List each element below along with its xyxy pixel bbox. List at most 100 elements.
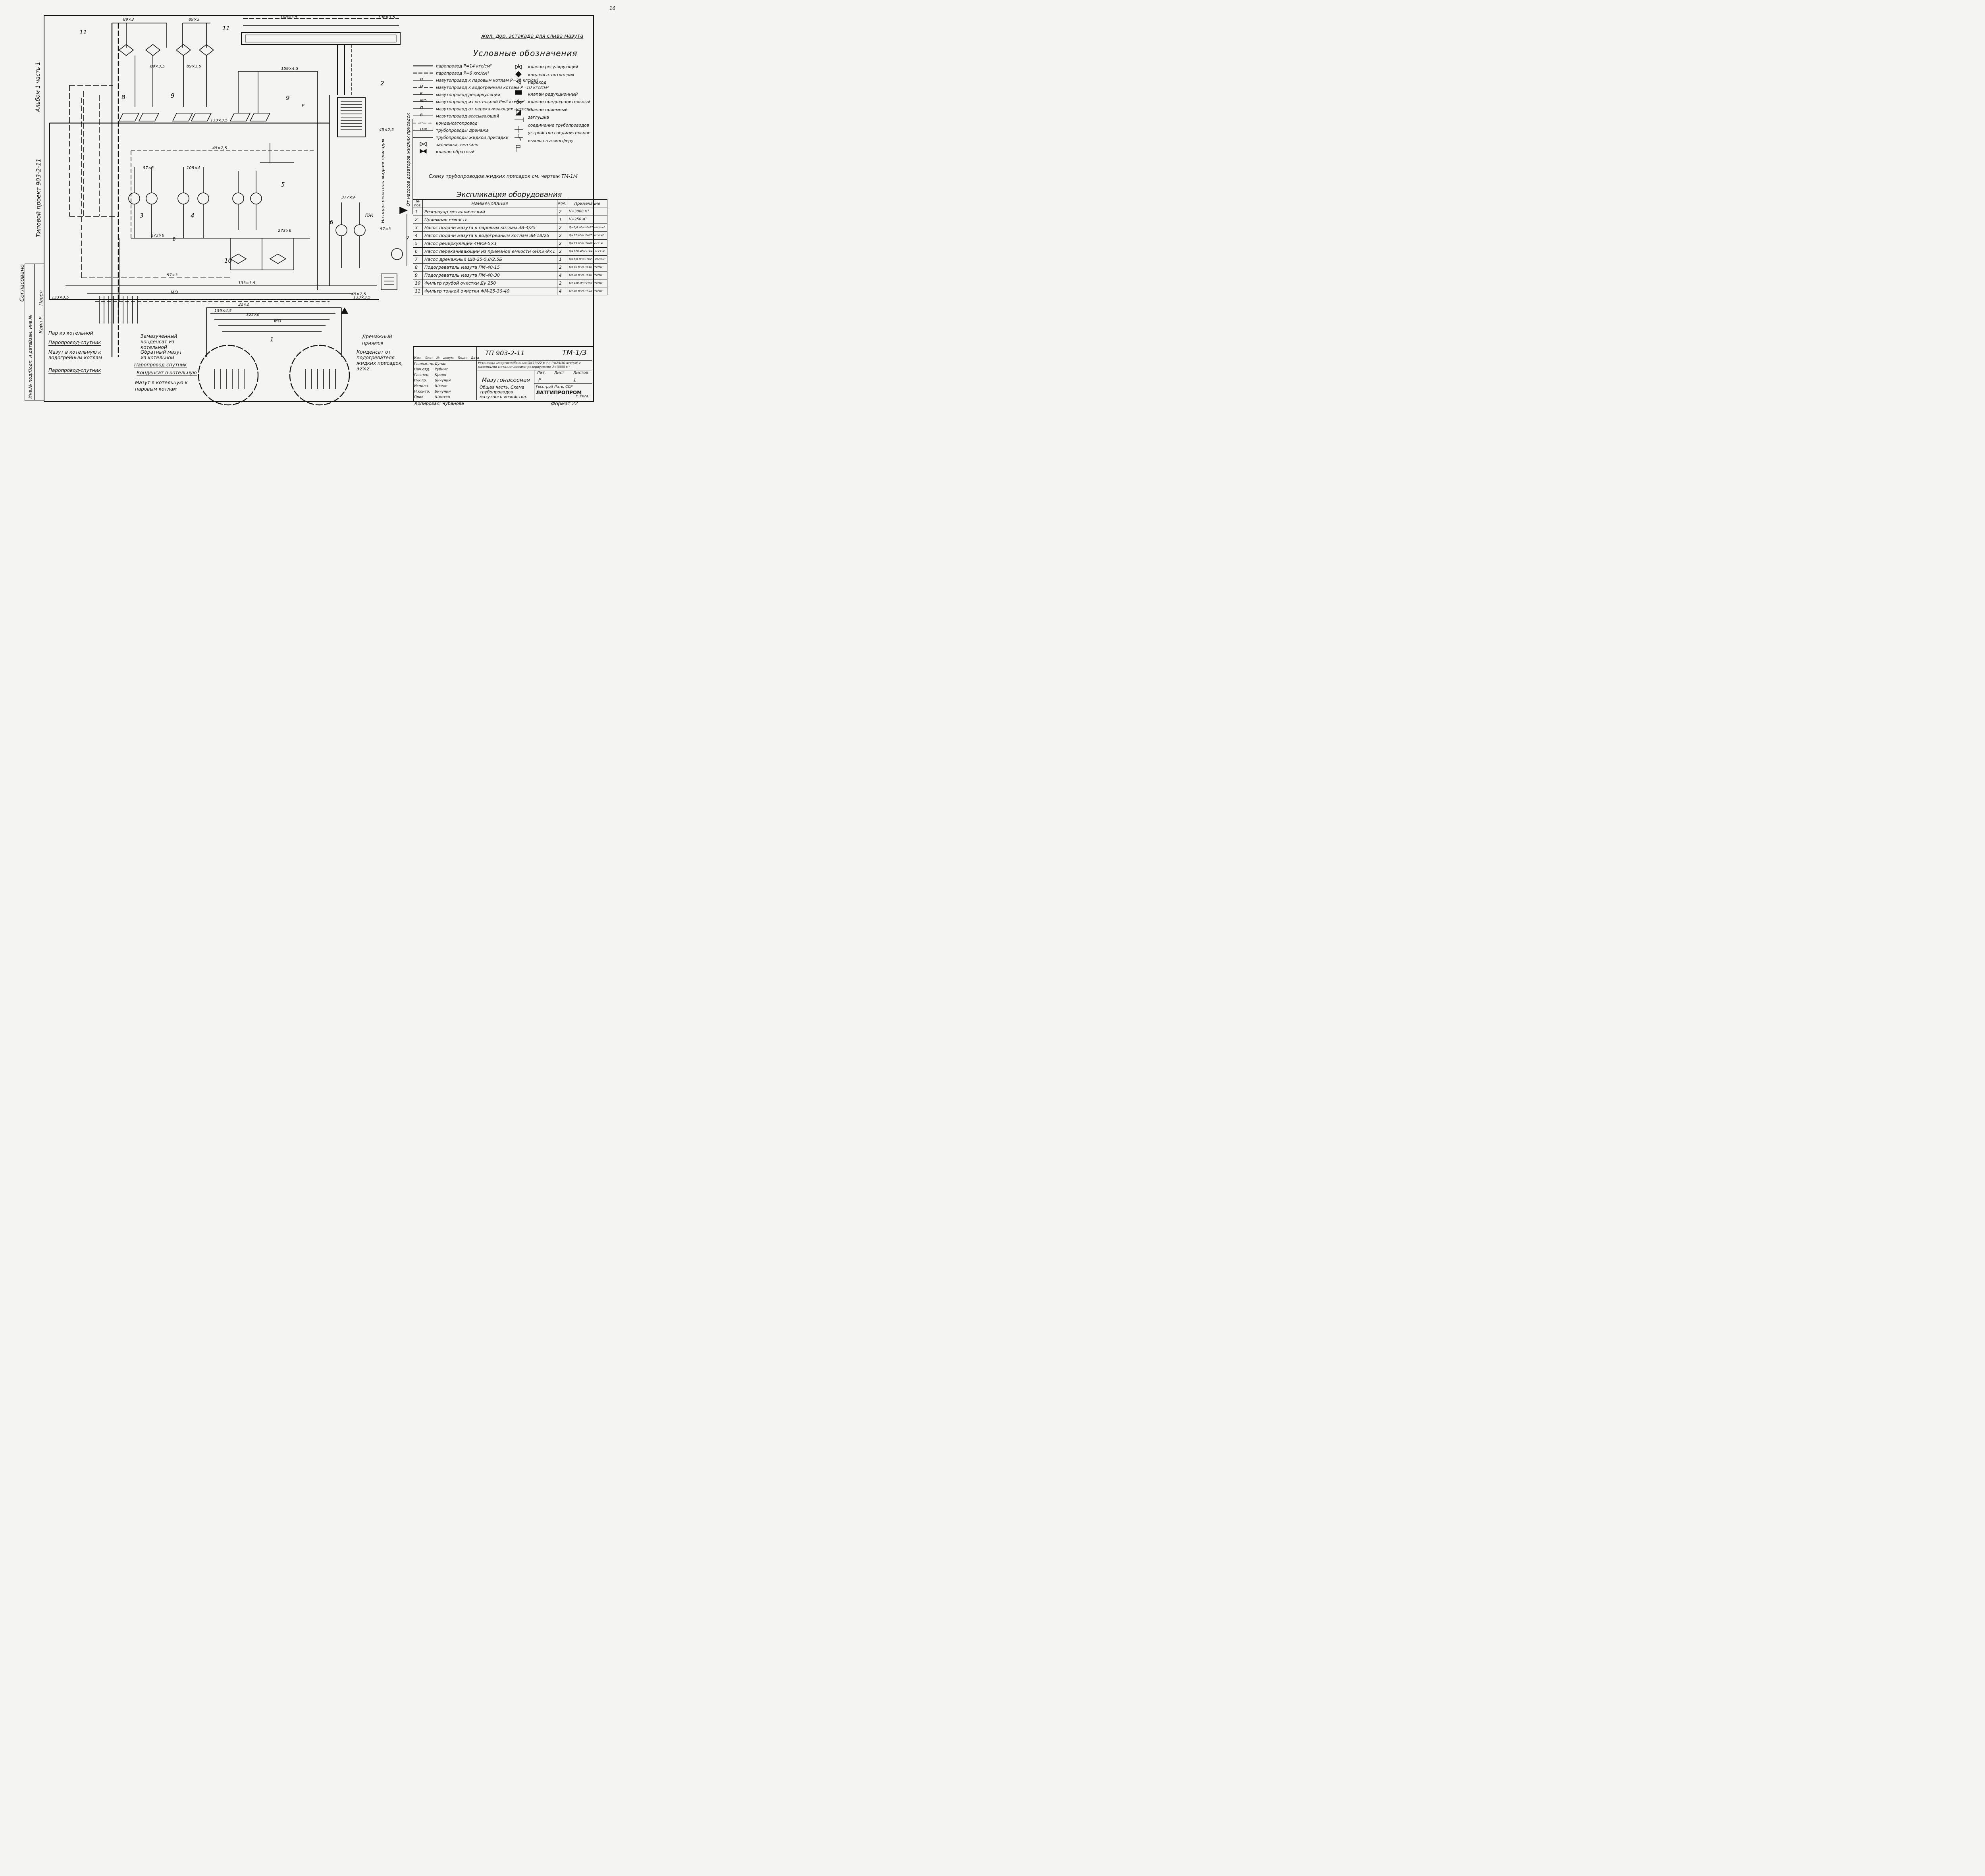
col-no: № поз.	[412, 199, 423, 208]
pipe-code: ПЖ	[365, 213, 374, 218]
row-name: Фильтр тонкой очистки ФМ-25-30-40	[422, 287, 557, 295]
pipe-label: 273×6	[278, 229, 291, 233]
col-name: Наименование	[422, 199, 557, 208]
coarse-filter-2	[269, 254, 287, 264]
row-no: 8	[412, 263, 423, 272]
copied-by: Копировал: Чубанова	[414, 401, 464, 406]
outlet-right-4: Мазут в котельную к паровым котлам	[135, 380, 188, 392]
row-name: Подогреватель мазута ПМ-40-15	[422, 263, 557, 272]
legend-line-4: мазутопровод рециркуляции	[436, 92, 500, 97]
tb-hdr-3: Подп.	[458, 356, 468, 360]
legend-symbols: клапан регулирующий конденсатоотводчик п…	[528, 64, 591, 145]
tb-person-row: Гл.спец. Креля	[414, 372, 451, 378]
row-name: Насос дренажный Ш8-25-5,8/2,5Б	[422, 255, 557, 264]
title-block-hline-1	[413, 360, 592, 361]
row-no: 6	[412, 247, 423, 256]
callout-9a: 9	[171, 92, 175, 99]
pipe-code: Р	[302, 103, 304, 108]
receiving-tank	[337, 97, 366, 137]
reducer-icon	[516, 79, 521, 85]
tb-role: Гл.спец.	[414, 373, 430, 377]
tb-role: Рук.гр.	[414, 379, 427, 383]
pipe-label: 325×6	[246, 313, 260, 317]
org-1: Госстрой Латв. ССР	[536, 385, 573, 389]
pump-5a	[232, 193, 244, 204]
plug-icon	[515, 117, 524, 122]
row-name: Фильтр грубой очистки Ду 250	[422, 279, 557, 287]
drawing-sheet: 16 Согласовано Кайл Р. Павел Инв.№ подл.…	[0, 0, 622, 422]
row-name: Насос подачи мазута к водогрейным котлам…	[422, 231, 557, 240]
legend-codes: Н Н Р МО П В ~ ПЖ	[420, 76, 427, 133]
row-note: Q=30 м³/ч P=40 кгс/см²	[567, 271, 608, 279]
row-qty: 2	[557, 231, 568, 240]
callout-8: 8	[121, 94, 125, 101]
tb-name: Креля	[435, 373, 446, 377]
outlet-left-2: Мазут в котельную к водогрейным котлам	[48, 349, 102, 360]
tb-name: Шмитко	[435, 395, 450, 399]
dosing-pumps-note: От насосов дозаторов жидких присадок	[406, 113, 411, 206]
outlet-left-3: Паропровод-спутник	[48, 368, 101, 374]
tb-headers: Изм. Лист № докум. Подп. Дата	[414, 356, 479, 360]
tb-role: Пров.	[414, 395, 425, 399]
col-qty: Кол.	[557, 199, 568, 208]
pipe-code: МО	[274, 318, 281, 324]
tb-hdr-0: Изм.	[414, 356, 422, 360]
title-block-vline-1	[476, 346, 477, 400]
outlet-left-0: Пар из котельной	[48, 330, 93, 336]
pipe-label: 108×4	[187, 166, 200, 170]
coarse-filter-1	[229, 254, 247, 264]
legend-symbol-6: заглушка	[528, 115, 549, 120]
title-block-hline-3	[534, 383, 592, 384]
additive-scheme-note: Схему трубопроводов жидких присадок см. …	[429, 173, 578, 179]
legend-code-9: ~	[420, 120, 424, 125]
drain-pit-label: Дренажный приямок	[362, 334, 392, 346]
additive-heater-note: На подогреватель жидких присадок	[380, 138, 385, 223]
row-qty: 2	[557, 208, 568, 216]
col-note: Примечание	[567, 199, 608, 208]
legend-code-3: Н	[420, 85, 423, 89]
tb-hdr-1: Лист	[425, 356, 433, 360]
sheet-code: ТМ-1/3	[562, 349, 587, 357]
steam-trap-icon	[515, 71, 522, 77]
outlet-left-1: Паропровод-спутник	[48, 340, 101, 346]
legend-line-11: задвижка, вентиль	[436, 143, 478, 147]
tb-role: Исполн.	[414, 384, 429, 388]
callout-11a: 11	[79, 29, 87, 36]
pipe-joint-icon	[515, 126, 523, 133]
callout-2: 2	[380, 80, 384, 87]
pipe-label: 133×3,5	[210, 118, 227, 123]
pump-4b	[197, 193, 209, 204]
row-note: Q=140 м³/ч P=6 кгс/см²	[567, 279, 608, 287]
legend-symbol-4: клапан предохранительный	[528, 100, 591, 104]
pipe-label: 89×3	[189, 17, 199, 22]
storage-tank-2	[289, 345, 350, 406]
row-note: V=250 м³	[567, 216, 608, 224]
legend-symbol-8: устройство соединительное	[528, 131, 591, 135]
fine-filter-3	[175, 44, 191, 56]
row-name: Насос рециркуляции 4НКЭ-5×1	[422, 239, 557, 248]
pipe-label: 57×3	[167, 273, 177, 277]
row-qty: 2	[557, 223, 568, 232]
row-no: 1	[412, 208, 423, 216]
row-no: 7	[412, 255, 423, 264]
callout-9b: 9	[286, 94, 290, 102]
tb-person-row: Гл.инж.пр.Дунан	[414, 361, 451, 367]
row-qty: 2	[557, 263, 568, 272]
tb-person-row: Пров. Шмитко	[414, 395, 451, 400]
legend-symbol-1: конденсатоотводчик	[528, 72, 574, 77]
outlet-right-1: Обратный мазут из котельной	[141, 349, 182, 360]
safety-valve-icon	[515, 99, 523, 104]
tb-name: Дунан	[435, 362, 447, 366]
legend-symbol-7: соединение трубопроводов	[528, 123, 589, 128]
sheet-format: Формат 22	[551, 401, 578, 406]
tb-person-row: Нач.отд.Рубинс	[414, 367, 451, 372]
pipe-label: 45×2,5	[212, 146, 227, 150]
row-qty: 2	[557, 279, 568, 287]
pipe-label: 108×3,5	[280, 15, 297, 19]
